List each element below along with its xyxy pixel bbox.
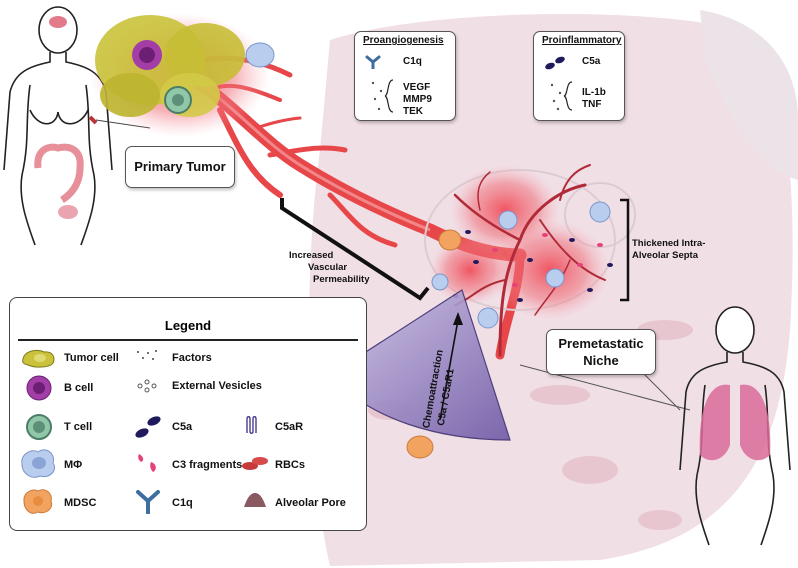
primary-tumor-label: Primary Tumor xyxy=(134,159,226,174)
proinflam-item-c5a: C5a xyxy=(582,56,601,67)
factors-dots-icon xyxy=(371,79,394,113)
mdsc-icon xyxy=(23,489,53,514)
lung-immune-cells xyxy=(406,201,611,459)
b-cell-icon xyxy=(26,375,52,401)
legend-divider xyxy=(18,339,358,341)
legend-title: Legend xyxy=(164,318,212,333)
legend-label-mdsc: MDSC xyxy=(64,497,97,509)
colon-organ xyxy=(34,143,84,219)
proinflammatory-box: Proinflammatory C5a IL-1b TNF xyxy=(533,31,625,121)
legend-label-factors: Factors xyxy=(172,352,212,364)
breast-tumor-marker xyxy=(88,115,98,125)
legend-label-alveolar-pore: Alveolar Pore xyxy=(275,497,346,509)
c5ar-icon xyxy=(246,416,257,434)
premetastatic-niche-label: Premetastatic Niche xyxy=(547,335,655,369)
c1q-icon xyxy=(365,55,381,69)
proinflammatory-title: Proinflammatory xyxy=(542,35,622,46)
legend-label-c3-fragments: C3 fragments xyxy=(172,459,243,471)
legend-label-c5a: C5a xyxy=(172,421,193,433)
primary-tumor-mass xyxy=(90,13,275,137)
proinflam-item-tnf: TNF xyxy=(582,99,602,110)
proangiogenesis-title: Proangiogenesis xyxy=(363,35,444,46)
rbc-icon xyxy=(242,457,268,470)
c1q-icon-legend xyxy=(136,490,160,514)
legend-label-tumor-cell: Tumor cell xyxy=(64,352,119,364)
proangio-item-vegf: VEGF xyxy=(403,82,431,93)
permeability-bracket xyxy=(280,198,430,301)
septa-line-1: Thickened Intra- xyxy=(632,238,706,249)
legend-label-c5ar: C5aR xyxy=(275,421,304,433)
septa-bracket xyxy=(620,198,630,302)
vascular-permeability-label: Increased Vascular Permeability xyxy=(283,250,373,286)
legend-label-external-vesicles: External Vesicles xyxy=(172,380,262,392)
legend-label-b-cell: B cell xyxy=(64,382,94,394)
lung-c3-fragments xyxy=(492,233,603,287)
proangio-item-tek: TEK xyxy=(403,106,423,117)
permeability-line-2: Vascular xyxy=(308,262,348,273)
c3-fragments-icon xyxy=(138,454,156,472)
septa-line-2: Alveolar Septa xyxy=(632,250,698,261)
niche-line-2: Niche xyxy=(583,353,619,368)
alveolar-pore-icon xyxy=(244,493,266,507)
legend-label-macrophage: MΦ xyxy=(64,459,83,471)
proangio-item-c1q: C1q xyxy=(403,56,422,67)
premetastatic-niche-box: Premetastatic Niche xyxy=(546,329,656,375)
legend-label-c1q: C1q xyxy=(172,497,193,509)
proinflam-item-il1b: IL-1b xyxy=(582,87,606,98)
niche-line-1: Premetastatic xyxy=(558,336,644,351)
legend: Legend Tumor cell Factors B cell Externa… xyxy=(9,297,367,531)
t-cell-icon xyxy=(26,414,52,440)
c5a-icon xyxy=(545,56,565,70)
factors-dots-icon-legend xyxy=(137,350,157,360)
vesicles-icon xyxy=(137,379,157,393)
proangio-item-mmp9: MMP9 xyxy=(403,94,432,105)
chemoattraction-arrow xyxy=(439,319,459,421)
permeability-line-1: Increased xyxy=(289,250,334,261)
thickened-septa-label: Thickened Intra- Alveolar Septa xyxy=(632,238,705,262)
macrophage-icon xyxy=(21,449,55,478)
legend-label-rbcs: RBCs xyxy=(275,459,305,471)
primary-tumor-label-box: Primary Tumor xyxy=(125,146,235,188)
brain-organ xyxy=(49,16,67,28)
female-body-right xyxy=(679,306,791,546)
c5a-icon-legend xyxy=(135,416,161,438)
factors-dots-icon-2 xyxy=(550,81,573,111)
permeability-line-3: Permeability xyxy=(313,274,370,285)
tumor-cell-icon xyxy=(22,350,55,368)
right-lungs xyxy=(699,384,771,461)
proangiogenesis-box: Proangiogenesis C1q VEGF MMP9 TEK xyxy=(354,31,456,121)
legend-label-t-cell: T cell xyxy=(64,421,93,433)
female-body-outline xyxy=(3,6,113,246)
